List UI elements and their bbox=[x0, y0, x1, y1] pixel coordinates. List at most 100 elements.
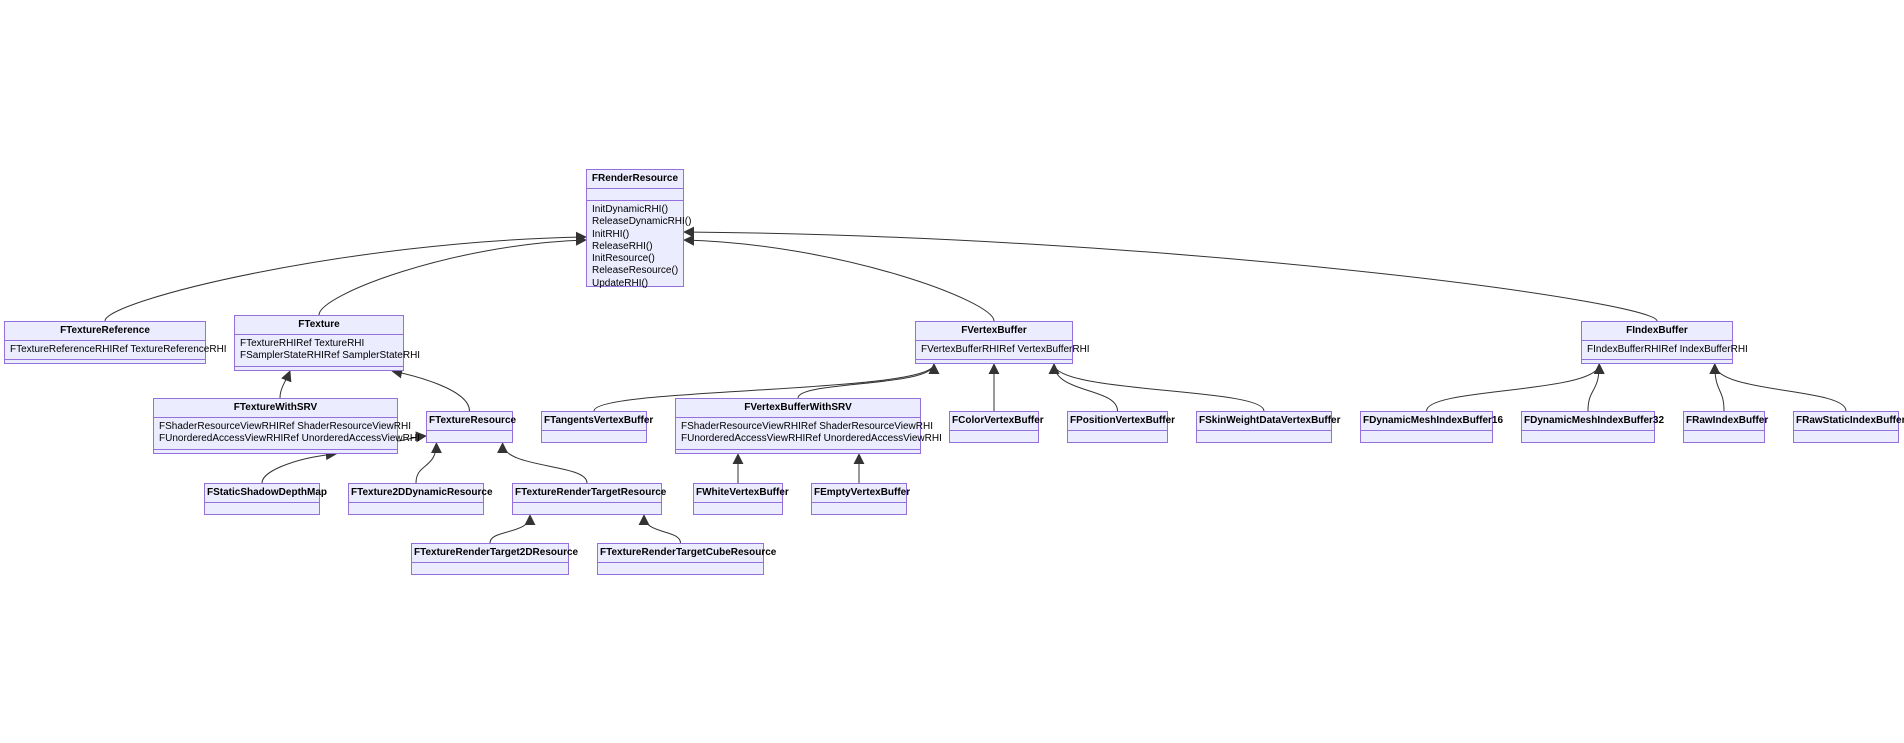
class-method: ReleaseResource() bbox=[592, 265, 679, 277]
class-name: FPositionVertexBuffer bbox=[1070, 415, 1176, 426]
class-node-FRawStaticIndexBuffer[interactable]: FRawStaticIndexBuffer bbox=[1793, 411, 1904, 443]
inheritance-edge-FTextureWithSRV-to-FTexture bbox=[279, 370, 292, 399]
class-name: FStaticShadowDepthMap bbox=[207, 487, 328, 498]
class-methods bbox=[235, 365, 403, 378]
inheritance-edge-FDynamicMeshIndexBuffer16-to-FIndexBuffer bbox=[1426, 363, 1605, 412]
class-node-FTangentsVertexBuffer[interactable]: FTangentsVertexBuffer bbox=[541, 411, 653, 443]
class-methods bbox=[205, 514, 319, 526]
class-node-FWhiteVertexBuffer[interactable]: FWhiteVertexBuffer bbox=[693, 483, 789, 515]
inheritance-edge-FTextureRenderTargetResource-to-FTextureResource bbox=[497, 442, 588, 484]
class-attributes: FVertexBufferRHIRef VertexBufferRHI bbox=[916, 340, 1090, 359]
class-node-FTextureRenderTargetCubeResource[interactable]: FTextureRenderTargetCubeResource bbox=[597, 543, 777, 575]
class-name: FVertexBuffer bbox=[961, 325, 1027, 336]
class-name: FDynamicMeshIndexBuffer16 bbox=[1363, 415, 1504, 426]
inheritance-edge-FTangentsVertexBuffer-to-FVertexBuffer bbox=[593, 363, 940, 412]
class-node-FTextureRenderTargetResource[interactable]: FTextureRenderTargetResource bbox=[512, 483, 666, 515]
class-methods bbox=[412, 574, 568, 586]
class-attributes bbox=[205, 502, 319, 514]
class-name: FTextureReference bbox=[60, 325, 150, 336]
class-methods bbox=[349, 514, 483, 526]
class-attributes bbox=[427, 430, 512, 442]
class-name: FRawStaticIndexBuffer bbox=[1796, 415, 1904, 426]
class-attribute: FVertexBufferRHIRef VertexBufferRHI bbox=[921, 344, 1090, 355]
class-methods bbox=[676, 448, 920, 461]
inheritance-edge-FTextureRenderTarget2DResource-to-FTextureRenderTargetResource bbox=[489, 514, 536, 544]
class-node-FTextureWithSRV[interactable]: FTextureWithSRV FShaderResourceViewRHIRef… bbox=[153, 398, 420, 454]
class-methods bbox=[542, 442, 646, 454]
class-attributes bbox=[598, 562, 763, 574]
class-methods bbox=[694, 514, 782, 526]
class-attributes: FShaderResourceViewRHIRef ShaderResource… bbox=[676, 417, 942, 449]
class-attributes bbox=[950, 430, 1038, 442]
class-methods bbox=[950, 442, 1038, 454]
class-attribute: FUnorderedAccessViewRHIRef UnorderedAcce… bbox=[159, 433, 420, 445]
class-methods bbox=[1794, 442, 1898, 454]
class-node-FDynamicMeshIndexBuffer32[interactable]: FDynamicMeshIndexBuffer32 bbox=[1521, 411, 1665, 443]
class-node-FRawIndexBuffer[interactable]: FRawIndexBuffer bbox=[1683, 411, 1769, 443]
class-method: InitDynamicRHI() bbox=[592, 204, 669, 215]
class-name: FTextureWithSRV bbox=[233, 402, 318, 413]
class-methods bbox=[513, 514, 661, 526]
class-attribute: FSamplerStateRHIRef SamplerStateRHI bbox=[240, 350, 421, 362]
class-node-FSkinWeightDataVertexBuffer[interactable]: FSkinWeightDataVertexBuffer bbox=[1196, 411, 1341, 443]
class-name: FWhiteVertexBuffer bbox=[696, 487, 789, 498]
class-attributes bbox=[1361, 430, 1492, 442]
class-method: ReleaseRHI() bbox=[592, 240, 653, 252]
class-name: FDynamicMeshIndexBuffer32 bbox=[1524, 415, 1665, 426]
class-node-FEmptyVertexBuffer[interactable]: FEmptyVertexBuffer bbox=[811, 483, 911, 515]
class-name: FColorVertexBuffer bbox=[952, 415, 1044, 426]
class-attributes bbox=[587, 188, 683, 200]
class-attributes: FTextureReferenceRHIRef TextureReference… bbox=[5, 340, 227, 359]
inheritance-edge-FTextureResource-to-FTexture bbox=[391, 367, 470, 412]
class-attributes bbox=[349, 502, 483, 514]
inheritance-edge-FVertexBufferWithSRV-to-FVertexBuffer bbox=[797, 363, 940, 399]
class-node-FStaticShadowDepthMap[interactable]: FStaticShadowDepthMap bbox=[204, 483, 328, 515]
class-attributes bbox=[1684, 430, 1764, 442]
class-attribute: FShaderResourceViewRHIRef ShaderResource… bbox=[159, 421, 411, 432]
class-node-FColorVertexBuffer[interactable]: FColorVertexBuffer bbox=[949, 411, 1044, 443]
inheritance-edge-FDynamicMeshIndexBuffer32-to-FIndexBuffer bbox=[1587, 363, 1605, 412]
class-methods bbox=[1582, 359, 1732, 371]
inheritance-edge-FVertexBuffer-to-FRenderResource bbox=[683, 234, 995, 322]
class-name: FSkinWeightDataVertexBuffer bbox=[1199, 415, 1341, 426]
class-methods bbox=[5, 359, 205, 371]
class-methods bbox=[427, 442, 512, 454]
class-attributes: FIndexBufferRHIRef IndexBufferRHI bbox=[1582, 340, 1748, 359]
class-node-FTextureResource[interactable]: FTextureResource bbox=[426, 411, 517, 443]
class-name: FTexture2DDynamicResource bbox=[351, 487, 493, 498]
class-methods bbox=[1684, 442, 1764, 454]
inheritance-edge-side-connector bbox=[397, 431, 427, 443]
inheritance-edge-FTexture-to-FRenderResource bbox=[318, 234, 587, 316]
class-name: FRawIndexBuffer bbox=[1686, 415, 1769, 426]
class-node-FVertexBufferWithSRV[interactable]: FVertexBufferWithSRV FShaderResourceViewR… bbox=[675, 398, 942, 454]
class-attributes: FShaderResourceViewRHIRef ShaderResource… bbox=[154, 417, 420, 449]
class-attributes bbox=[1522, 430, 1654, 442]
class-methods bbox=[154, 448, 397, 461]
inheritance-edge-FTextureReference-to-FRenderResource bbox=[104, 231, 587, 322]
class-methods: InitDynamicRHI()ReleaseDynamicRHI()InitR… bbox=[587, 200, 691, 293]
class-node-FDynamicMeshIndexBuffer16[interactable]: FDynamicMeshIndexBuffer16 bbox=[1360, 411, 1504, 443]
class-attributes bbox=[513, 502, 661, 514]
class-node-FTextureRenderTarget2DResource[interactable]: FTextureRenderTarget2DResource bbox=[411, 543, 578, 575]
inheritance-edge-FStaticShadowDepthMap-to-FTextureResource bbox=[261, 449, 337, 484]
class-node-FPositionVertexBuffer[interactable]: FPositionVertexBuffer bbox=[1067, 411, 1176, 443]
class-attribute: FShaderResourceViewRHIRef ShaderResource… bbox=[681, 421, 933, 432]
class-name: FVertexBufferWithSRV bbox=[744, 402, 852, 413]
class-attributes bbox=[542, 430, 646, 442]
class-methods bbox=[1197, 442, 1331, 454]
class-name: FTexture bbox=[298, 319, 340, 330]
class-methods bbox=[916, 359, 1072, 371]
class-name: FTextureResource bbox=[429, 415, 517, 426]
class-method: InitResource() bbox=[592, 253, 655, 265]
class-attributes bbox=[1197, 430, 1331, 442]
class-attribute: FTextureRHIRef TextureRHI bbox=[240, 338, 365, 349]
class-node-FTexture2DDynamicResource[interactable]: FTexture2DDynamicResource bbox=[348, 483, 493, 515]
class-attributes bbox=[812, 502, 906, 514]
class-name: FEmptyVertexBuffer bbox=[814, 487, 911, 498]
class-name: FTextureRenderTargetCubeResource bbox=[600, 547, 777, 558]
